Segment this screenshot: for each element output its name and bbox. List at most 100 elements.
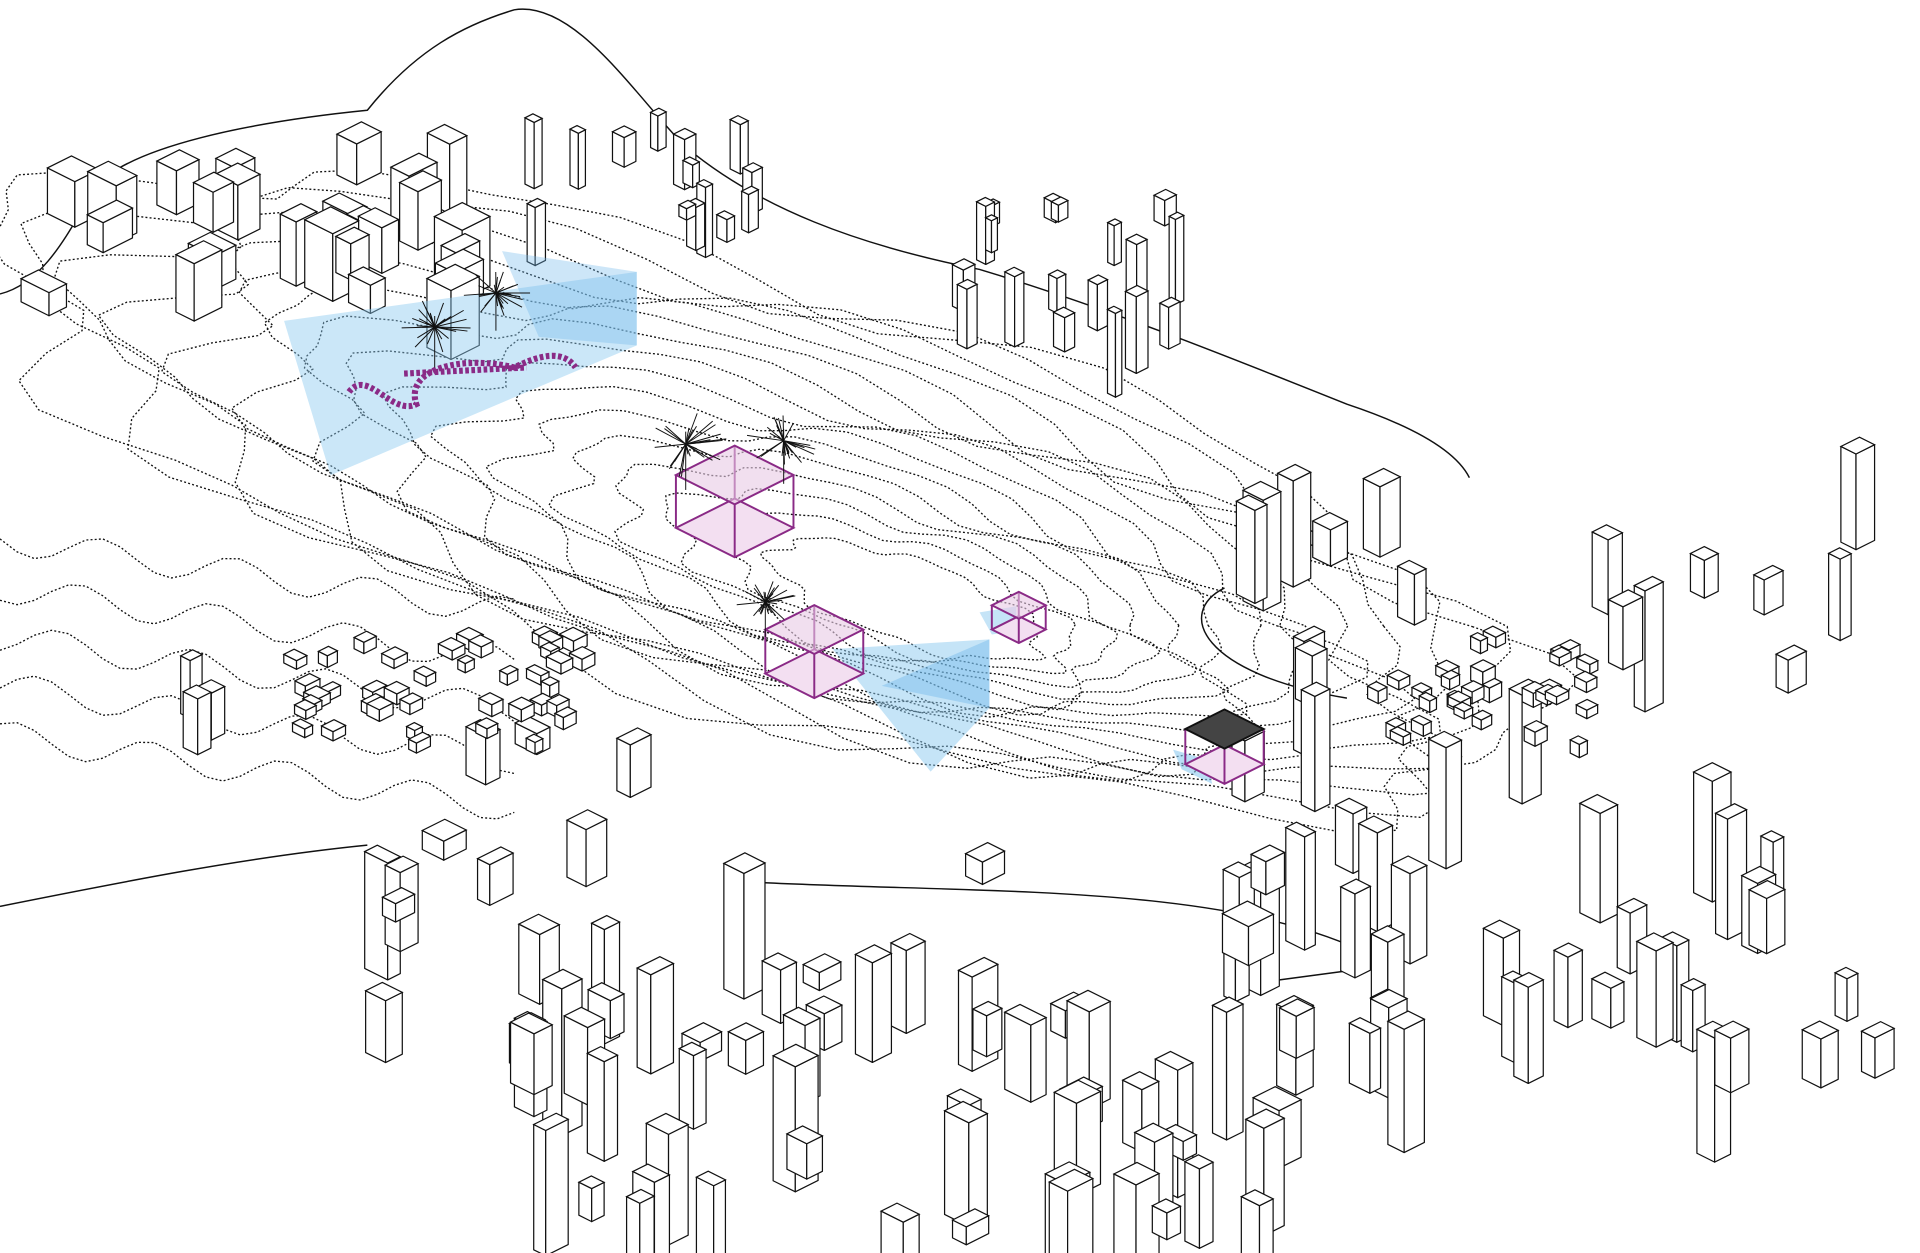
- building: [1833, 966, 1860, 1022]
- building-face: [1828, 552, 1841, 642]
- building-roof: [1221, 861, 1256, 879]
- building: [1235, 494, 1269, 605]
- building: [1003, 1003, 1048, 1103]
- building-roof: [946, 1088, 983, 1107]
- building: [1747, 879, 1787, 955]
- building: [1049, 196, 1070, 223]
- tree-branch: [765, 601, 778, 605]
- building-roof: [517, 913, 561, 936]
- building: [1150, 1198, 1182, 1241]
- building: [1003, 266, 1026, 348]
- building-roof: [1284, 821, 1317, 838]
- building-roof: [984, 214, 999, 222]
- contour-line: [759, 537, 1047, 661]
- building-face: [871, 952, 893, 1064]
- ground-structure: [346, 352, 579, 410]
- building-roof: [320, 718, 347, 733]
- building-roof: [625, 1188, 656, 1204]
- building: [1543, 684, 1571, 706]
- building-face: [1409, 864, 1428, 965]
- building-face: [636, 967, 652, 1075]
- building-roof: [363, 844, 402, 864]
- pavilion: [1183, 708, 1266, 785]
- building-roof: [381, 886, 416, 905]
- building-face: [1396, 565, 1416, 626]
- building: [1635, 932, 1675, 1048]
- building-roof: [541, 968, 584, 990]
- building-roof: [1800, 1020, 1840, 1040]
- building-roof: [971, 1000, 1004, 1017]
- building-roof: [1348, 1017, 1382, 1035]
- building-roof: [1632, 575, 1665, 592]
- building: [1366, 681, 1389, 705]
- building-roof: [1153, 1050, 1195, 1071]
- tree-branch: [495, 292, 499, 307]
- tree-branch: [763, 591, 766, 602]
- building: [1386, 1010, 1426, 1154]
- building-face: [1254, 503, 1268, 605]
- building-face: [569, 128, 579, 190]
- building: [1183, 1154, 1215, 1249]
- contour-line: [0, 538, 515, 617]
- building: [1047, 1168, 1095, 1253]
- building-roof: [174, 240, 224, 265]
- building-face: [533, 1123, 547, 1253]
- building: [1106, 218, 1123, 267]
- building-roof: [523, 113, 544, 124]
- building-roof: [590, 914, 621, 931]
- tree-branch: [434, 318, 467, 328]
- building-roof: [1047, 269, 1068, 280]
- building: [192, 171, 235, 233]
- building-face: [1839, 553, 1852, 642]
- contour-line: [708, 512, 1077, 675]
- building-face: [384, 991, 403, 1064]
- tree-branch: [495, 292, 504, 304]
- building: [760, 952, 798, 1025]
- building-roof: [1568, 735, 1589, 746]
- building-face: [726, 215, 736, 243]
- tree-branch: [495, 292, 505, 316]
- building-face: [1610, 981, 1625, 1029]
- building: [1158, 296, 1182, 350]
- building-roof: [361, 679, 389, 694]
- building-face: [1413, 568, 1427, 626]
- building-roof: [382, 680, 411, 695]
- building-roof: [181, 684, 213, 700]
- building: [1417, 691, 1438, 714]
- building: [568, 124, 587, 190]
- building: [1396, 559, 1428, 626]
- building-roof: [1121, 1071, 1161, 1091]
- building-roof: [1839, 436, 1876, 455]
- building: [951, 1208, 991, 1246]
- building: [615, 727, 653, 799]
- building: [943, 1100, 989, 1228]
- building-face: [1211, 1004, 1228, 1141]
- building: [407, 731, 432, 754]
- building-roof: [412, 665, 437, 678]
- building-face: [210, 685, 226, 741]
- building-face: [1591, 531, 1609, 616]
- building-face: [956, 283, 968, 350]
- building-face: [1855, 444, 1876, 551]
- tree-branch: [764, 587, 775, 603]
- building-face: [1292, 471, 1312, 588]
- tree-branch: [685, 444, 689, 455]
- building-roof: [1512, 971, 1545, 988]
- building-face: [1184, 1161, 1201, 1249]
- building: [715, 210, 736, 243]
- building: [1568, 735, 1589, 759]
- building-roof: [1311, 511, 1349, 531]
- building: [971, 1000, 1004, 1058]
- contour-line: [230, 284, 1417, 778]
- contour-line: [0, 169, 1580, 835]
- building-face: [563, 1015, 589, 1106]
- building-roof: [1590, 524, 1624, 541]
- building-face: [1527, 979, 1544, 1085]
- building-roof: [681, 156, 701, 166]
- building-roof: [782, 1006, 822, 1027]
- building: [282, 648, 309, 670]
- building-roof: [1278, 998, 1316, 1017]
- building-face: [1167, 301, 1181, 350]
- building: [85, 199, 134, 254]
